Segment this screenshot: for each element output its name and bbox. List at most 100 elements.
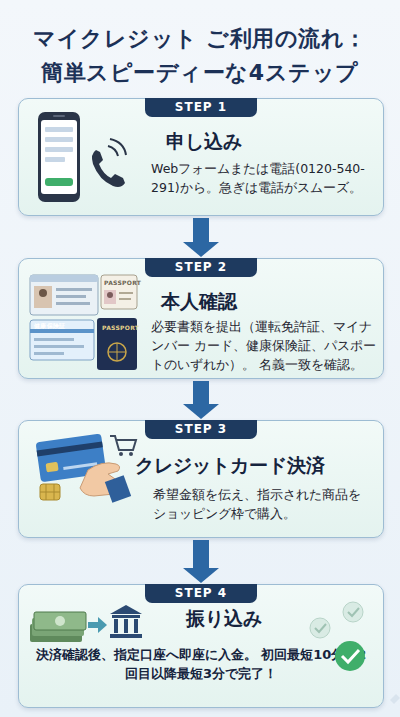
step-heading: クレジットカード決済 [135, 453, 325, 479]
id-documents [30, 275, 137, 370]
step-card: STEP 2 本人確認必要書類を提出（運転免許証、マイナンバー カード、健康保険証… [18, 258, 384, 379]
illustration-part [110, 139, 126, 155]
illustration-part [108, 146, 118, 156]
step-heading: 振り込み [186, 606, 262, 632]
arrow-shaft [193, 381, 209, 405]
illustration-part [56, 288, 92, 291]
illustration-part [39, 289, 47, 297]
step-tab: STEP 4 [145, 584, 257, 603]
illustration-part [114, 619, 118, 633]
illustration-part [335, 641, 365, 671]
flow-arrow [183, 381, 219, 419]
illustration-part [38, 112, 80, 202]
illustration-part [56, 295, 86, 298]
illustration-part [30, 275, 98, 282]
illustration-part [92, 150, 125, 187]
illustration-part [45, 147, 73, 152]
step-tab: STEP 1 [145, 98, 257, 117]
illustration-part [56, 302, 90, 305]
illustration-part [45, 137, 73, 142]
illustration-part [63, 462, 97, 470]
arrow-head [183, 242, 219, 257]
illustration-part [124, 619, 128, 633]
illustration-part [112, 615, 140, 618]
illustration-part [107, 292, 113, 298]
transfer-arrow [88, 617, 107, 633]
illustration-part [101, 275, 137, 309]
illustration-text: 健康保険証 [34, 322, 66, 329]
illustration-part [342, 650, 359, 662]
step-description: 必要書類を提出（運転免許証、マイナンバー カード、健康保険証、パスポートのいずれ… [151, 317, 381, 374]
illustration-part [55, 616, 65, 626]
illustration-part [40, 484, 60, 500]
illustration-part [30, 624, 82, 642]
step-card: STEP 4 振り込み決済確認後、指定口座へ即座に入金。 初回最短10分、2回目以… [18, 584, 384, 708]
illustration-part [34, 345, 84, 348]
flow-arrow [183, 540, 219, 583]
phone-illustration [38, 112, 80, 202]
check-marks [310, 602, 400, 704]
illustration-part [348, 608, 359, 616]
illustration-part [80, 463, 120, 496]
flow-arrow [183, 218, 219, 257]
illustration-part [315, 624, 326, 632]
illustration-part [34, 352, 64, 355]
illustration-part [53, 115, 65, 117]
illustration-part [36, 433, 107, 482]
illustration-part [34, 286, 52, 308]
step-description: Webフォームまたは電話(0120-540- 291)から。急ぎは電話がスムーズ… [151, 159, 379, 197]
illustration-part [34, 612, 86, 630]
illustration-part [119, 298, 131, 300]
arrow-shaft [193, 540, 209, 569]
handset-icon [92, 139, 126, 187]
illustration-part [104, 290, 116, 304]
step-description: 希望金額を伝え、指示された商品を ショッピング枠で購入。 [153, 485, 375, 523]
illustration-part [390, 694, 400, 704]
illustration-part [97, 318, 137, 370]
illustration-part [108, 343, 126, 361]
illustration-part [134, 619, 138, 633]
illustration-part [32, 618, 84, 636]
illustration-text: PASSPORT [104, 279, 141, 286]
illustration-part [310, 618, 330, 638]
illustration-part [30, 320, 94, 360]
illustration-part [105, 475, 131, 503]
step-tab: STEP 2 [145, 258, 257, 277]
illustration-part [110, 605, 142, 614]
step-heading: 本人確認 [161, 289, 237, 315]
step-description: 決済確認後、指定口座へ即座に入金。 初回最短10分、2回目以降最短3分で完了！ [33, 645, 369, 683]
step-card: STEP 1 申し込み Webフォームまたは電話(0120-540- 291)から。… [18, 98, 384, 216]
illustration-part [119, 292, 133, 294]
illustration-part [30, 275, 98, 315]
illustration-part [45, 178, 73, 186]
illustration-part [110, 436, 136, 450]
illustration-part [36, 433, 107, 482]
arrow-shaft [193, 218, 209, 243]
arrow-head [183, 404, 219, 419]
cart-icon [110, 436, 136, 456]
step-heading: 申し込み [166, 129, 242, 155]
illustration-part [129, 452, 133, 456]
illustration-part [41, 120, 77, 194]
illustration-part [110, 634, 142, 638]
illustration-part [108, 343, 126, 361]
illustration-part [45, 157, 65, 162]
step-tab: STEP 3 [145, 420, 257, 439]
illustration-part [45, 127, 73, 132]
illustration-part [34, 338, 74, 341]
illustration-part [30, 329, 94, 333]
illustration-part [119, 452, 123, 456]
money-stack [30, 612, 86, 642]
illustration-part [46, 462, 59, 473]
illustration-part [343, 602, 363, 622]
illustration-text: PASSPORT [102, 324, 139, 331]
bank-icon [110, 605, 142, 638]
illustration-part [40, 484, 60, 500]
step-card: STEP 3 クレジットカード決済希望金額を伝え、指示された商品を ショッピング枠… [18, 420, 384, 538]
illustration-part [37, 441, 103, 456]
arrow-head [183, 568, 219, 583]
